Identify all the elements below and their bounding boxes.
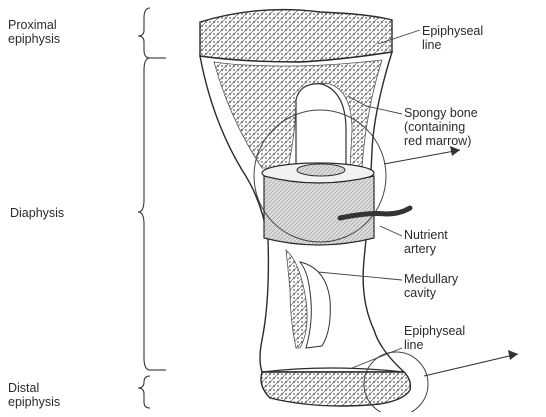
compact-bone-section — [264, 176, 374, 245]
label-line: (containing — [404, 120, 478, 134]
label-nutrient-artery: Nutrient artery — [404, 228, 448, 256]
label-line: Epiphyseal — [422, 24, 483, 38]
label-line: Nutrient — [404, 228, 448, 242]
label-line: epiphysis — [8, 32, 60, 46]
label-diaphysis: Diaphysis — [10, 206, 64, 220]
label-line: artery — [404, 242, 448, 256]
label-epiphyseal-line-top: Epiphyseal line — [422, 24, 483, 52]
label-line: line — [422, 38, 483, 52]
label-line: epiphysis — [8, 395, 60, 409]
label-proximal-epiphysis: Proximal epiphysis — [8, 18, 60, 46]
label-medullary-cavity: Medullary cavity — [404, 272, 458, 300]
label-line: Proximal — [8, 18, 60, 32]
label-line: Medullary — [404, 272, 458, 286]
medullary-cavity-upper — [296, 84, 346, 168]
label-line: Diaphysis — [10, 206, 64, 220]
proximal-epiphysis-head — [200, 10, 392, 62]
label-line: Epiphyseal — [404, 324, 465, 338]
left-brackets — [138, 8, 166, 408]
label-line: red marrow) — [404, 134, 478, 148]
distal-epiphysis-head — [261, 372, 410, 406]
label-spongy-bone: Spongy bone (containing red marrow) — [404, 106, 478, 148]
label-line: Spongy bone — [404, 106, 478, 120]
distal-arrow — [424, 354, 518, 376]
label-epiphyseal-line-bottom: Epiphyseal line — [404, 324, 465, 352]
section-arrow — [384, 150, 460, 164]
label-line: Distal — [8, 381, 60, 395]
label-line: cavity — [404, 286, 458, 300]
label-line: line — [404, 338, 465, 352]
label-distal-epiphysis: Distal epiphysis — [8, 381, 60, 409]
